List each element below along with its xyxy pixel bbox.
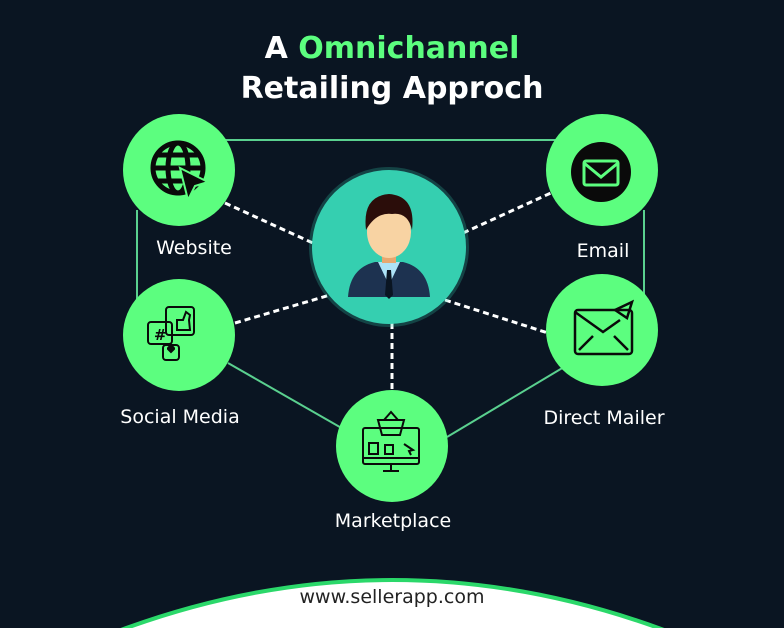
envelope-icon (582, 159, 620, 187)
label-marketplace: Marketplace (334, 510, 452, 532)
title-highlight: Omnichannel (298, 31, 520, 66)
footer-url: www.sellerapp.com (299, 586, 485, 608)
label-website: Website (156, 237, 232, 259)
title-prefix: A (264, 31, 288, 66)
direct-mailer-node (546, 274, 658, 386)
label-social-media: Social Media (120, 406, 240, 428)
online-shop-icon (362, 410, 420, 472)
website-node (123, 114, 235, 226)
social-bubbles-icon: # (147, 306, 195, 361)
customer-avatar (309, 167, 469, 327)
footer-arc (120, 578, 665, 628)
social-media-node: # (123, 279, 235, 391)
globe-cursor-icon (150, 140, 206, 196)
connector-lines (136, 139, 645, 438)
label-direct-mailer: Direct Mailer (543, 407, 665, 429)
email-node (546, 114, 658, 226)
marketplace-node (336, 390, 448, 502)
page-title: A Omnichannel (0, 30, 784, 68)
page-title-line2: Retailing Approch (240, 71, 544, 106)
svg-text:#: # (154, 326, 167, 344)
mail-send-icon (573, 299, 635, 356)
dashed-links (224, 190, 554, 390)
label-email: Email (576, 240, 630, 262)
cursor-icon (178, 166, 211, 203)
